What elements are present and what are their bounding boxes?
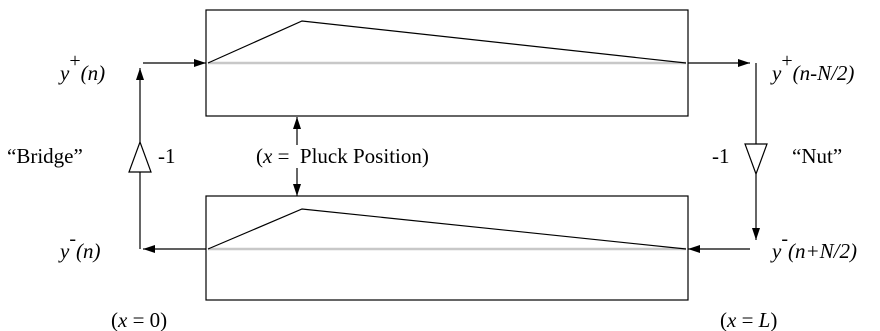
nut-label: “Nut” (792, 144, 842, 168)
right-end-label: (x = L) (720, 308, 777, 331)
nut-gain: -1 (712, 144, 730, 168)
label-y-plus-n: y+(n) (58, 50, 105, 85)
nut-triangle (744, 143, 768, 176)
lower-waveform (207, 208, 687, 250)
bridge-triangle (128, 140, 152, 173)
bridge-label: “Bridge” (7, 144, 83, 168)
label-y-plus-n-minus-half: y+(n-N/2) (770, 50, 854, 85)
left-end-label: (x = 0) (111, 308, 167, 331)
pluck-position-label: (x = Pluck Position) (256, 144, 429, 168)
label-y-minus-n: y-(n) (58, 228, 101, 263)
upper-waveform (207, 20, 687, 64)
label-y-minus-n-plus-half: y-(n+N/2) (770, 228, 857, 263)
bridge-gain: -1 (158, 144, 176, 168)
